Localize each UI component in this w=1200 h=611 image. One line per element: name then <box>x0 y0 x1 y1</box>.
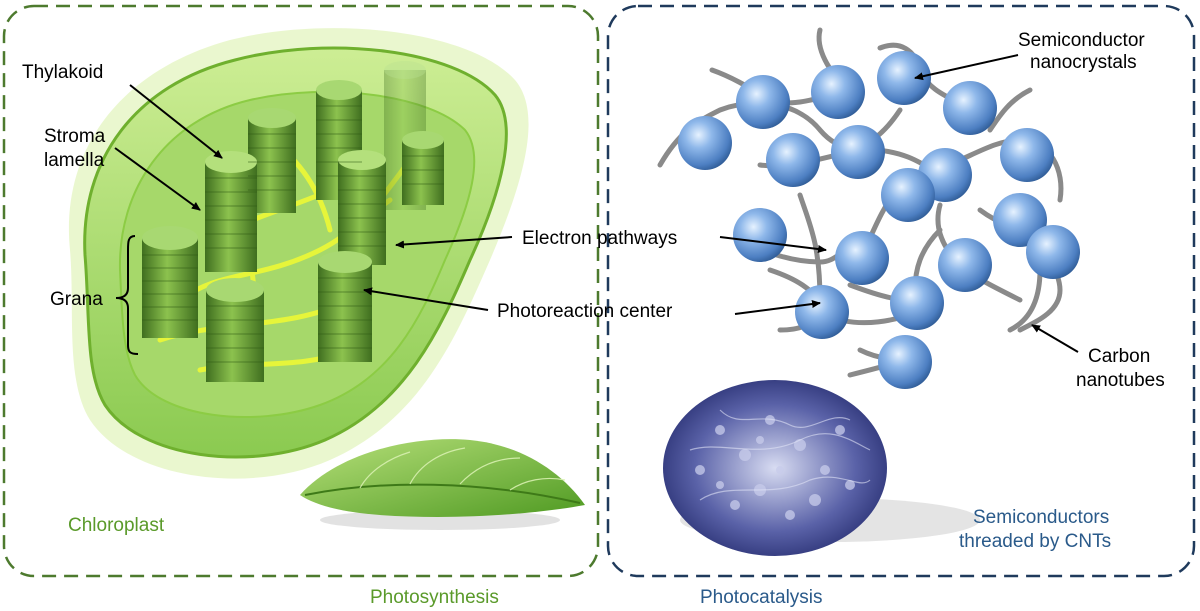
photoreaction-arrow-right <box>734 300 821 315</box>
carbon-label-line1: Carbon <box>1088 346 1150 367</box>
thylakoid-arrow <box>129 84 223 159</box>
photosynthesis-panel-border <box>2 4 600 578</box>
semiconductor-label-line2: nanocrystals <box>1030 52 1137 73</box>
semiconductor-spheres <box>678 51 1080 389</box>
thylakoid-label: Thylakoid <box>22 62 103 83</box>
photoreaction-center-label: Photoreaction center <box>497 301 673 322</box>
stroma-label-line1: Stroma <box>44 126 106 147</box>
sem-micrograph-icon <box>663 380 980 556</box>
semiconductor-arrow <box>914 54 1019 81</box>
leaf-icon <box>300 439 585 530</box>
photoreaction-arrow-left <box>363 287 489 311</box>
grana-bracket <box>115 235 139 355</box>
annotation-arrows <box>114 54 1079 353</box>
photocatalysis-label: Photocatalysis <box>700 587 823 608</box>
semiconductor-label-line1: Semiconductor <box>1018 30 1145 51</box>
grana-stacks <box>142 61 444 382</box>
stroma-lamella-arrow <box>114 147 201 211</box>
stroma-label-line2: lamella <box>44 150 105 171</box>
threaded-label-line1: Semiconductors <box>973 507 1109 528</box>
carbon-nanotubes-arrow <box>1031 324 1079 353</box>
chloroplast-label: Chloroplast <box>68 515 165 536</box>
electron-pathways-arrow-right <box>719 236 827 253</box>
photocatalysis-panel-border <box>606 4 1196 578</box>
carbon-label-line2: nanotubes <box>1076 370 1165 391</box>
chloroplast-illustration <box>68 28 529 479</box>
electron-pathways-label: Electron pathways <box>522 228 677 249</box>
grana-label: Grana <box>50 289 103 310</box>
photosynthesis-label: Photosynthesis <box>370 587 499 608</box>
electron-pathways-arrow-left <box>395 236 513 249</box>
threaded-label-line2: threaded by CNTs <box>959 531 1111 552</box>
